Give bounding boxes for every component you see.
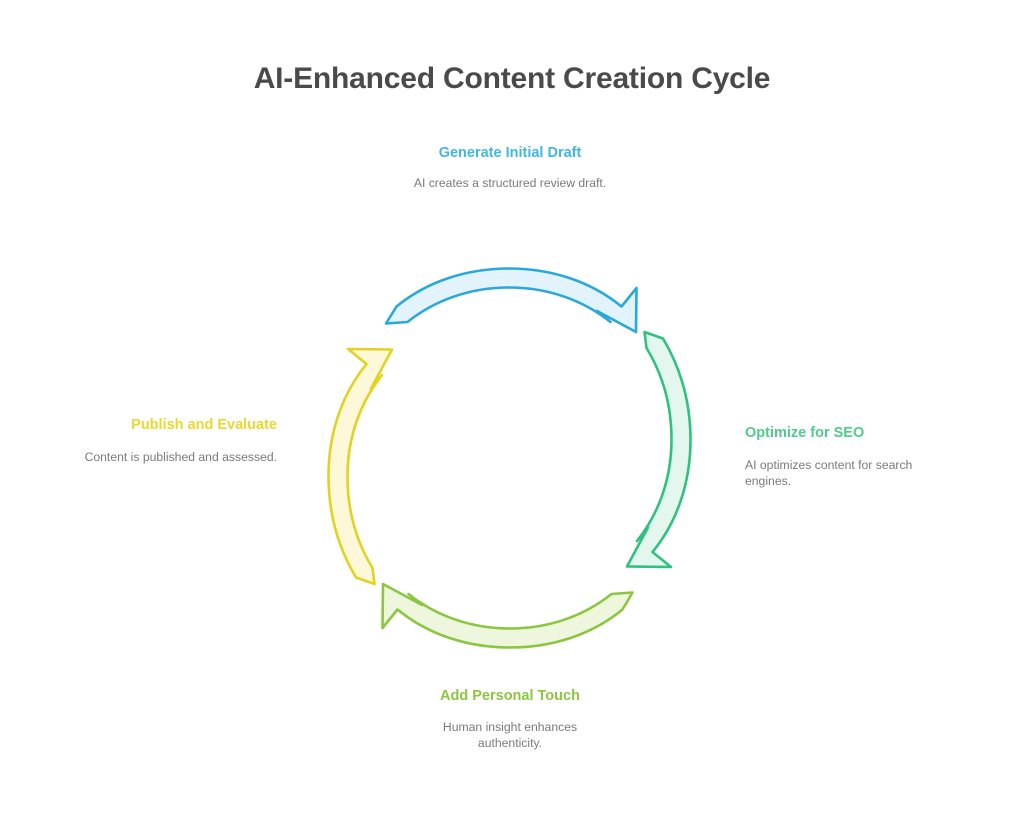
page-title: AI-Enhanced Content Creation Cycle <box>253 62 771 95</box>
step-description-generate-initial-draft: AI creates a structured review draft. <box>413 175 607 190</box>
arrow-top-blue-icon <box>384 267 638 334</box>
arrow-optimize-for-seo <box>625 330 692 569</box>
step-description-optimize-for-seo: AI optimizes content for search engines. <box>745 457 913 488</box>
step-label-optimize-for-seo: Optimize for SEO <box>745 425 865 441</box>
cycle-step-optimize-for-seo[interactable]: Optimize for SEO AI optimizes content fo… <box>745 424 945 489</box>
arrow-bottom-green-icon <box>381 582 634 649</box>
cycle-step-add-personal-touch[interactable]: Add Personal Touch Human insight enhance… <box>410 687 610 751</box>
arrow-add-personal-touch <box>381 582 634 649</box>
arrow-publish-and-evaluate <box>327 347 394 586</box>
step-label-add-personal-touch: Add Personal Touch <box>440 688 580 704</box>
cycle-step-generate-initial-draft[interactable]: Generate Initial Draft AI creates a stru… <box>410 144 610 191</box>
arrow-left-yellow-icon <box>327 347 394 586</box>
arrow-right-green-icon <box>625 330 692 569</box>
step-description-publish-and-evaluate: Content is published and assessed. <box>84 449 277 464</box>
step-description-add-personal-touch: Human insight enhances authenticity. <box>442 719 578 750</box>
step-label-publish-and-evaluate: Publish and Evaluate <box>131 417 277 433</box>
step-label-generate-initial-draft: Generate Initial Draft <box>438 145 582 161</box>
arrow-generate-initial-draft <box>384 267 638 334</box>
cycle-step-publish-and-evaluate[interactable]: Publish and Evaluate Content is publishe… <box>77 416 277 465</box>
